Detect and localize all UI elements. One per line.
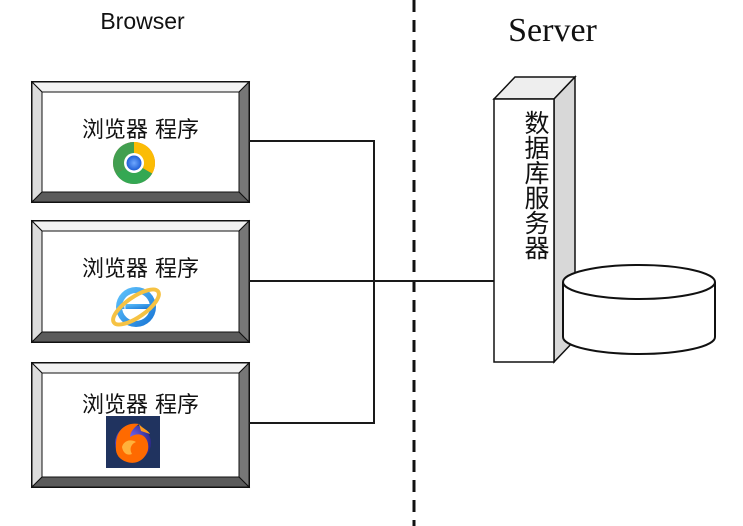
- network-connections: [249, 140, 494, 424]
- database-cylinder-icon: [562, 264, 716, 355]
- browser-side-heading: Browser: [100, 8, 185, 34]
- connector-client-3: [249, 281, 375, 424]
- client-1-label: 浏览器 程序: [82, 118, 199, 143]
- server-side-heading: Server: [508, 12, 597, 49]
- client-3-label: 浏览器 程序: [82, 393, 199, 418]
- database-server-label: 数据库服务器: [521, 110, 550, 260]
- firefox-icon: [106, 416, 160, 468]
- connector-client-1: [249, 140, 375, 281]
- client-2-label: 浏览器 程序: [82, 257, 199, 282]
- internet-explorer-icon: [111, 287, 161, 327]
- chrome-icon: [112, 142, 156, 185]
